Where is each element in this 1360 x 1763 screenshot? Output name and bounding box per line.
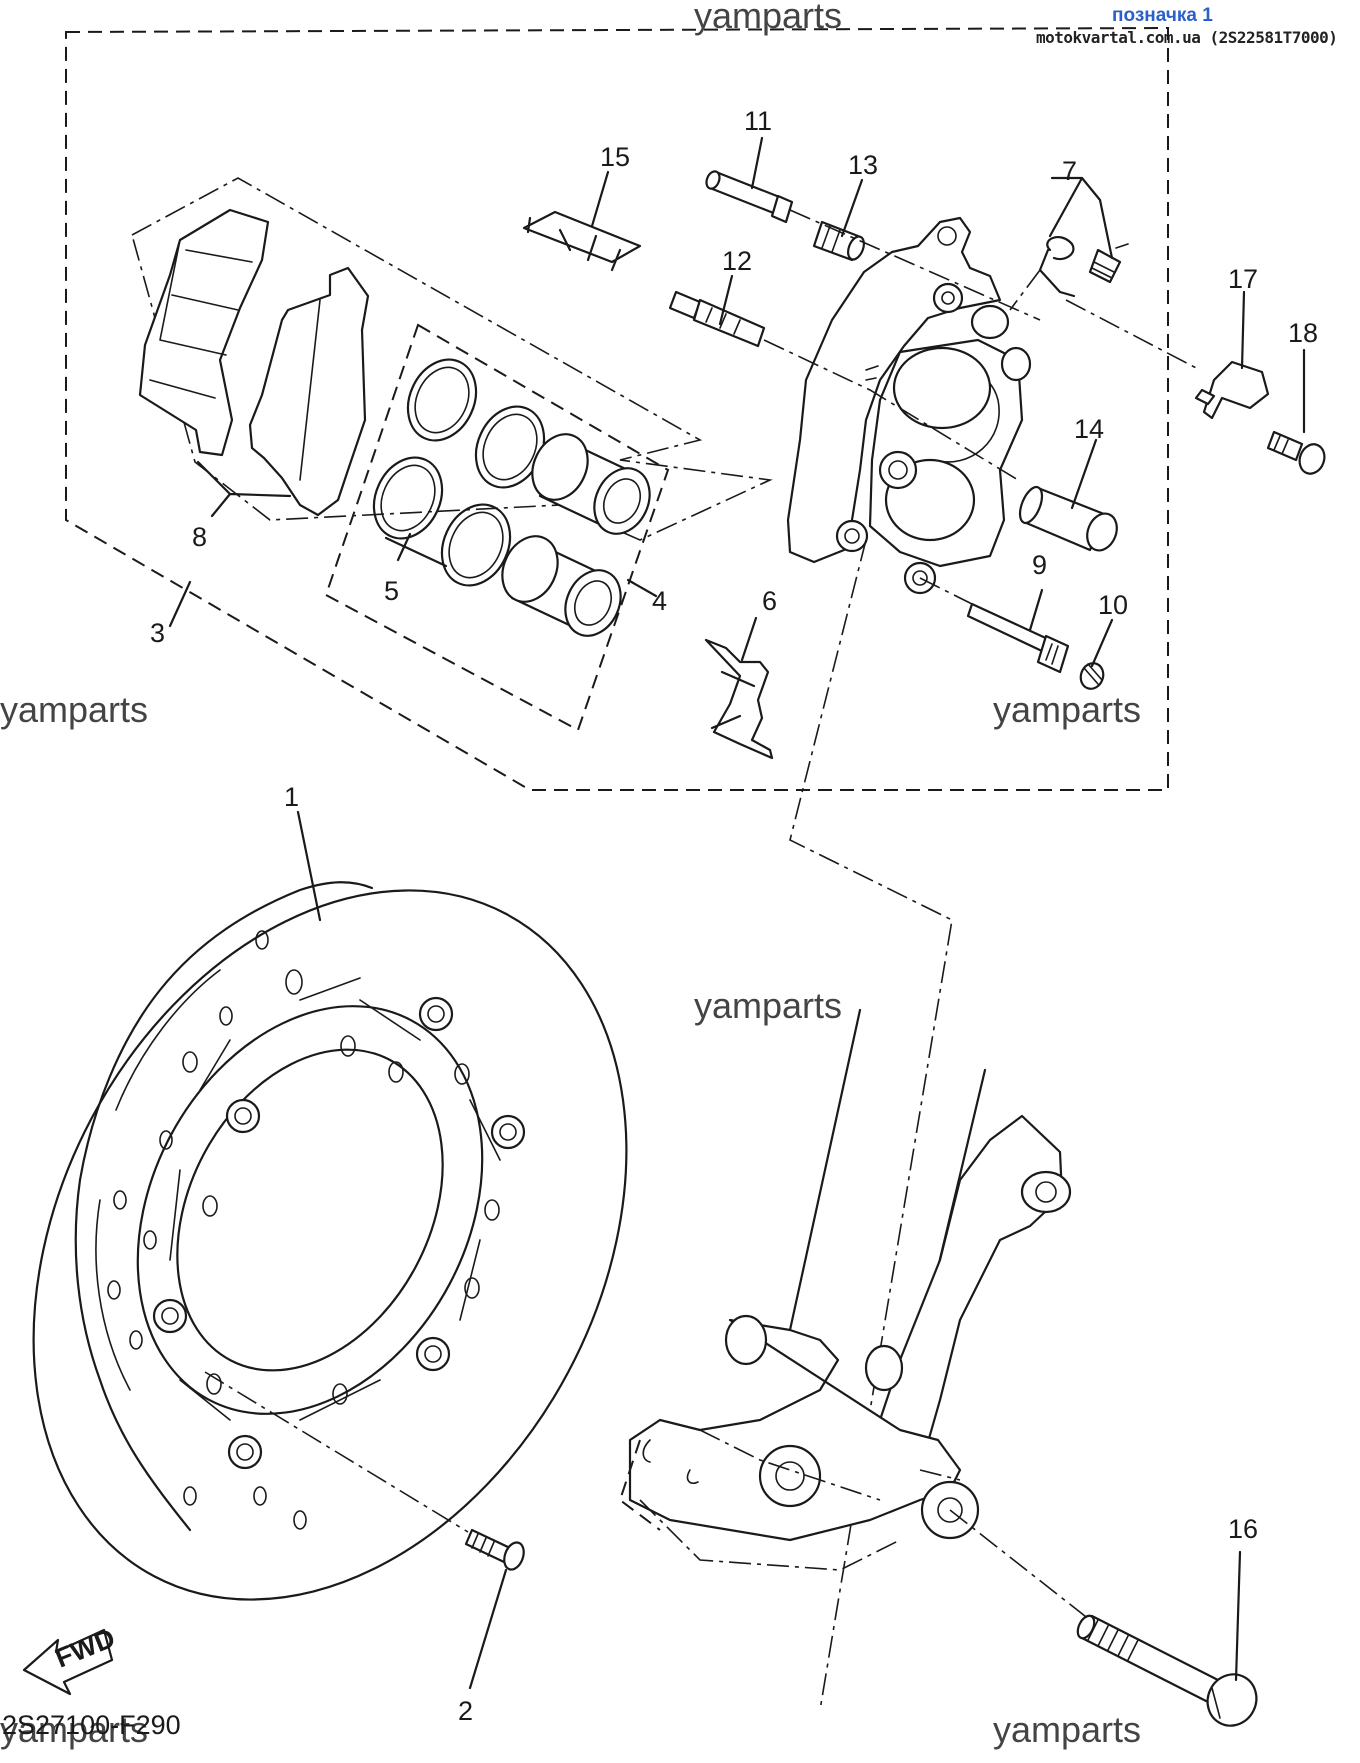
badge-source: motokvartal.com.ua (2S22581T7000) xyxy=(1036,28,1338,47)
callout-3: 3 xyxy=(150,618,165,648)
callout-6: 6 xyxy=(762,586,777,616)
callout-7: 7 xyxy=(1062,156,1077,186)
caliper-body xyxy=(786,216,1032,595)
pad-clip xyxy=(704,638,774,760)
callout-11: 11 xyxy=(744,106,772,136)
disc-slots xyxy=(169,977,501,1421)
bracket-17 xyxy=(1194,360,1270,420)
bleeder-valve-7 xyxy=(1038,236,1129,298)
pin-11 xyxy=(705,170,794,224)
leader-pin11-axis xyxy=(789,209,1041,321)
callout-12: 12 xyxy=(722,246,752,276)
watermark-left: yamparts xyxy=(0,689,148,730)
callout-8: 8 xyxy=(192,522,207,552)
bolt-18 xyxy=(1266,430,1326,475)
disc-rivets xyxy=(152,996,526,1470)
pad-set-boundary xyxy=(131,177,773,541)
callout-4: 4 xyxy=(652,586,667,616)
leader-caliper-to-fork xyxy=(789,539,953,1711)
callout-16: 16 xyxy=(1228,1514,1258,1544)
bolt-9 xyxy=(966,602,1070,674)
watermark-center: yamparts xyxy=(694,985,842,1026)
pin-12 xyxy=(668,290,766,348)
callout-14: 14 xyxy=(1074,414,1104,444)
callout-10: 10 xyxy=(1098,590,1128,620)
caliper-assembly-boundary xyxy=(65,26,1169,791)
watermark-right: yamparts xyxy=(993,689,1141,730)
leader-bolt9-axis xyxy=(919,577,973,605)
callout-1: 1 xyxy=(284,782,299,812)
pin-14 xyxy=(1018,485,1118,552)
callout-13: 13 xyxy=(848,150,878,180)
pistons xyxy=(501,433,651,637)
axle-bolt xyxy=(949,1509,1258,1727)
disc-bolt xyxy=(204,1371,525,1571)
bushing-13 xyxy=(812,220,865,262)
watermark-bottom-left: yamparts xyxy=(0,1709,148,1750)
pad-spring xyxy=(522,210,642,272)
disc-drill-holes xyxy=(107,930,500,1530)
callout-15: 15 xyxy=(600,142,630,172)
cap-10 xyxy=(1079,662,1105,690)
brake-disc xyxy=(32,881,628,1601)
callout-2: 2 xyxy=(458,1696,473,1726)
callout-9: 9 xyxy=(1032,550,1047,580)
leader-bleeder-axis xyxy=(1009,269,1201,371)
callout-18: 18 xyxy=(1288,318,1318,348)
callout-leaders xyxy=(168,136,1306,1690)
badge-title: позначка 1 xyxy=(1112,5,1213,26)
brake-pad-inner xyxy=(248,266,370,517)
diagram-code: 2S27100-F290 xyxy=(2,1710,181,1740)
callout-17: 17 xyxy=(1228,264,1258,294)
brake-pad-outer xyxy=(138,208,270,457)
fwd-arrow: FWD xyxy=(22,1623,119,1696)
watermark-bottom-right: yamparts xyxy=(993,1709,1141,1750)
fork-lower xyxy=(618,1008,1072,1571)
leader-pin12-axis xyxy=(763,339,1019,481)
callout-5: 5 xyxy=(384,576,399,606)
callout-labels: 1 2 3 4 5 6 7 8 9 10 11 12 13 14 15 16 1… xyxy=(150,106,1318,1726)
